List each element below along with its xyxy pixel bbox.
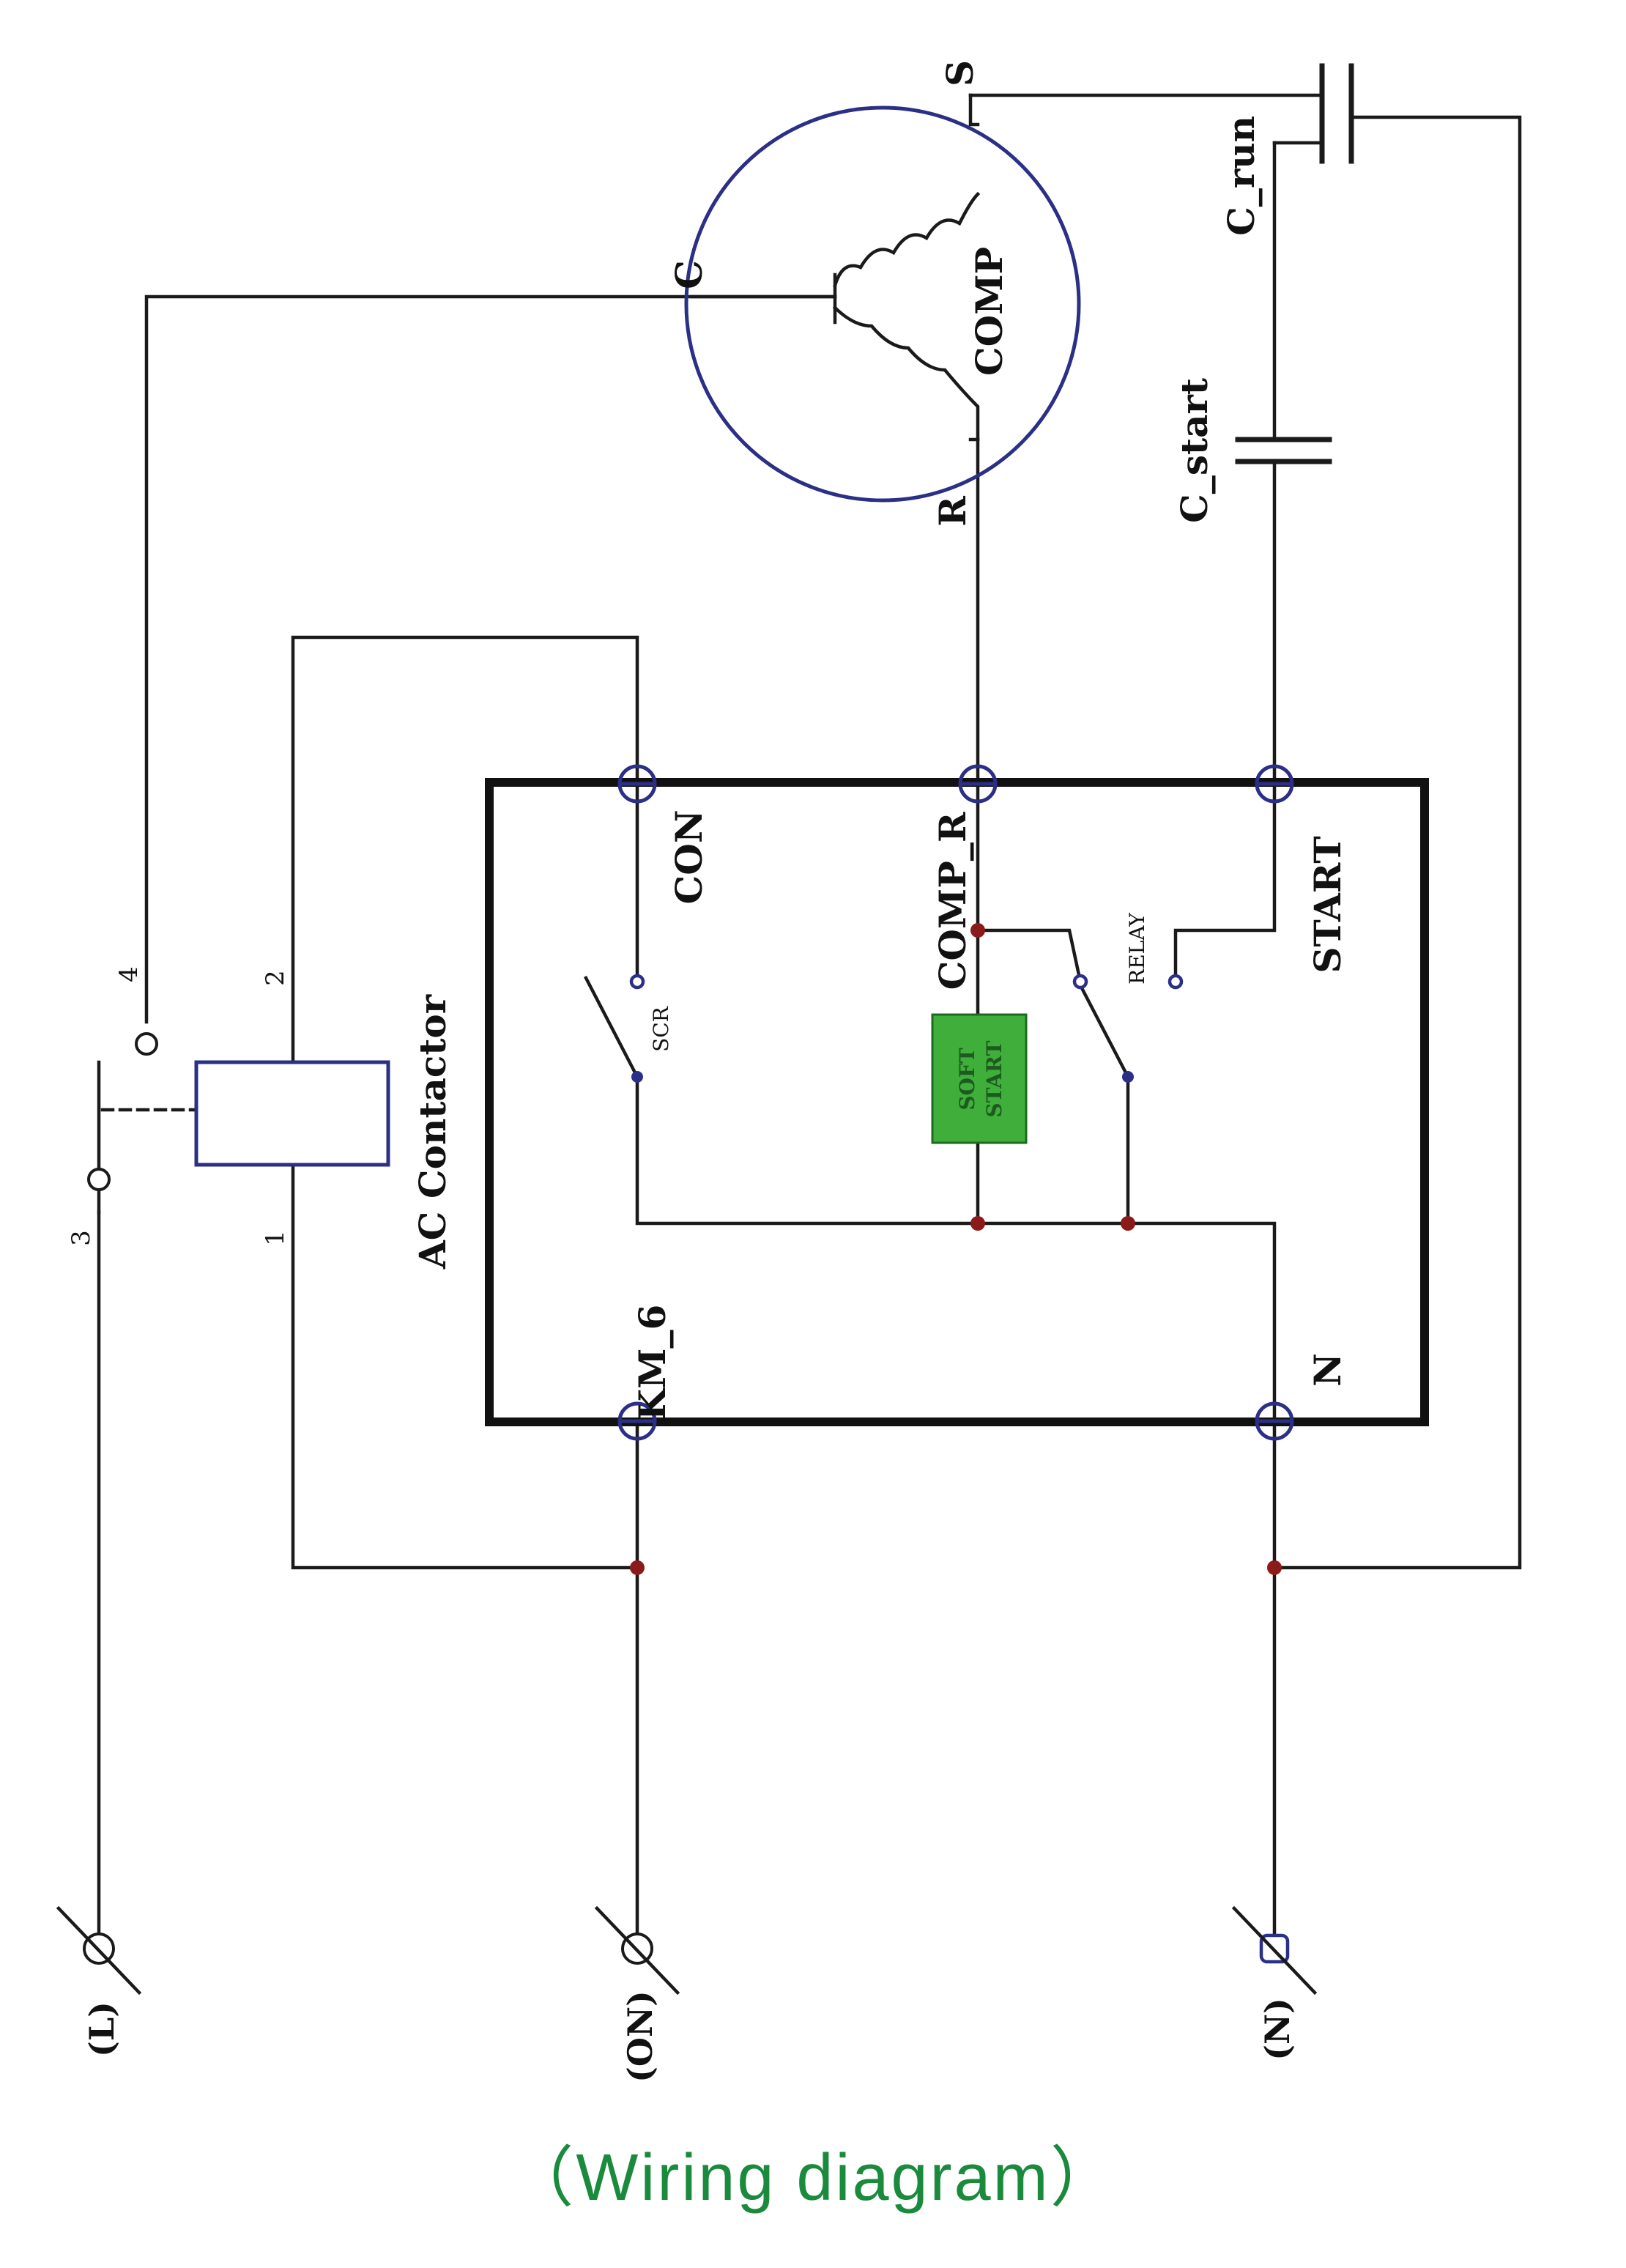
label-c-start: C_start xyxy=(1173,378,1216,523)
compressor-housing xyxy=(684,105,1081,503)
compressor xyxy=(684,93,1081,503)
capacitor-c-start xyxy=(1235,437,1332,464)
junction-node xyxy=(630,1560,645,1575)
label-relay: RELAY xyxy=(1125,913,1149,985)
relay-contact-common xyxy=(1072,974,1088,990)
label-comp-r: COMP_R xyxy=(931,812,974,990)
label-c-run: C_run xyxy=(1220,116,1263,236)
label-terminal-c: C xyxy=(667,260,710,289)
label-con: CON xyxy=(667,809,710,904)
capacitor-c-run xyxy=(1319,63,1354,164)
label-mains-n: (N) xyxy=(1258,1998,1297,2061)
controller-box xyxy=(485,778,1429,1426)
terminal-con xyxy=(617,764,657,804)
wire-coil-2 xyxy=(291,635,639,1064)
wire-c xyxy=(144,294,837,1024)
label-pin-1: 1 xyxy=(261,1230,290,1246)
label-scr: SCR xyxy=(649,1006,673,1052)
wire-relay-start xyxy=(1173,782,1277,984)
junction-node xyxy=(1121,1216,1135,1231)
mains-terminals xyxy=(56,1905,1318,1995)
contactor-pin-4 xyxy=(135,1032,158,1056)
labels: (L) (ON) (N) 3 4 1 2 AC Contactor CON KM… xyxy=(67,60,1349,2083)
label-soft-start-2: START xyxy=(982,1040,1006,1117)
scr-contact-bottom xyxy=(631,1071,643,1083)
run-winding xyxy=(832,305,980,442)
terminal-km6 xyxy=(617,1401,657,1441)
label-pin-4: 4 xyxy=(114,966,144,982)
wire-relay-common xyxy=(976,928,1083,984)
relay-switch-blade xyxy=(1077,982,1131,1080)
label-n: N xyxy=(1306,1353,1349,1387)
terminal-on xyxy=(594,1905,680,1995)
winding-s-lead xyxy=(968,93,980,127)
wire-coil-1 xyxy=(291,1163,639,1570)
label-comp: COMP xyxy=(968,247,1011,376)
scr-contact-top xyxy=(629,974,645,990)
terminal-n-in xyxy=(1231,1905,1318,1995)
label-mains-l: (L) xyxy=(82,2001,122,2057)
junction-nodes xyxy=(630,923,1282,1575)
controller-terminals xyxy=(617,764,1294,1441)
label-terminal-r: R xyxy=(931,496,974,527)
diagram-caption: （Wiring diagram） xyxy=(508,2141,1118,2215)
relay-contact-start xyxy=(1167,974,1184,990)
wire-n-return xyxy=(1272,115,1522,1570)
junction-node xyxy=(970,923,985,938)
label-soft-start-1: SOFT xyxy=(955,1048,979,1110)
start-winding xyxy=(833,191,981,288)
scr-switch-blade xyxy=(583,975,640,1080)
contactor-pin-3 xyxy=(87,1168,111,1191)
terminal-start xyxy=(1255,764,1294,804)
soft-start-block xyxy=(931,1013,1028,1144)
label-start: START xyxy=(1306,836,1349,973)
label-pin-3: 3 xyxy=(67,1230,96,1246)
terminal-l xyxy=(56,1905,142,1995)
wires xyxy=(97,93,1522,1951)
controller-internal-wiring xyxy=(583,782,1277,1423)
relay-contact-bottom xyxy=(1122,1071,1134,1083)
junction-node xyxy=(970,1216,985,1231)
label-mains-on: (ON) xyxy=(620,1990,660,2083)
wire-scr-bus xyxy=(635,1075,1277,1423)
junction-node xyxy=(1267,1560,1282,1575)
label-pin-2: 2 xyxy=(261,970,290,986)
terminal-comp-r xyxy=(958,764,998,804)
terminal-n xyxy=(1255,1401,1294,1441)
label-ac-contactor: AC Contactor xyxy=(411,994,454,1270)
label-terminal-s: S xyxy=(938,60,981,86)
contactor-coil xyxy=(194,1060,390,1167)
label-km6: KM_6 xyxy=(631,1305,674,1421)
